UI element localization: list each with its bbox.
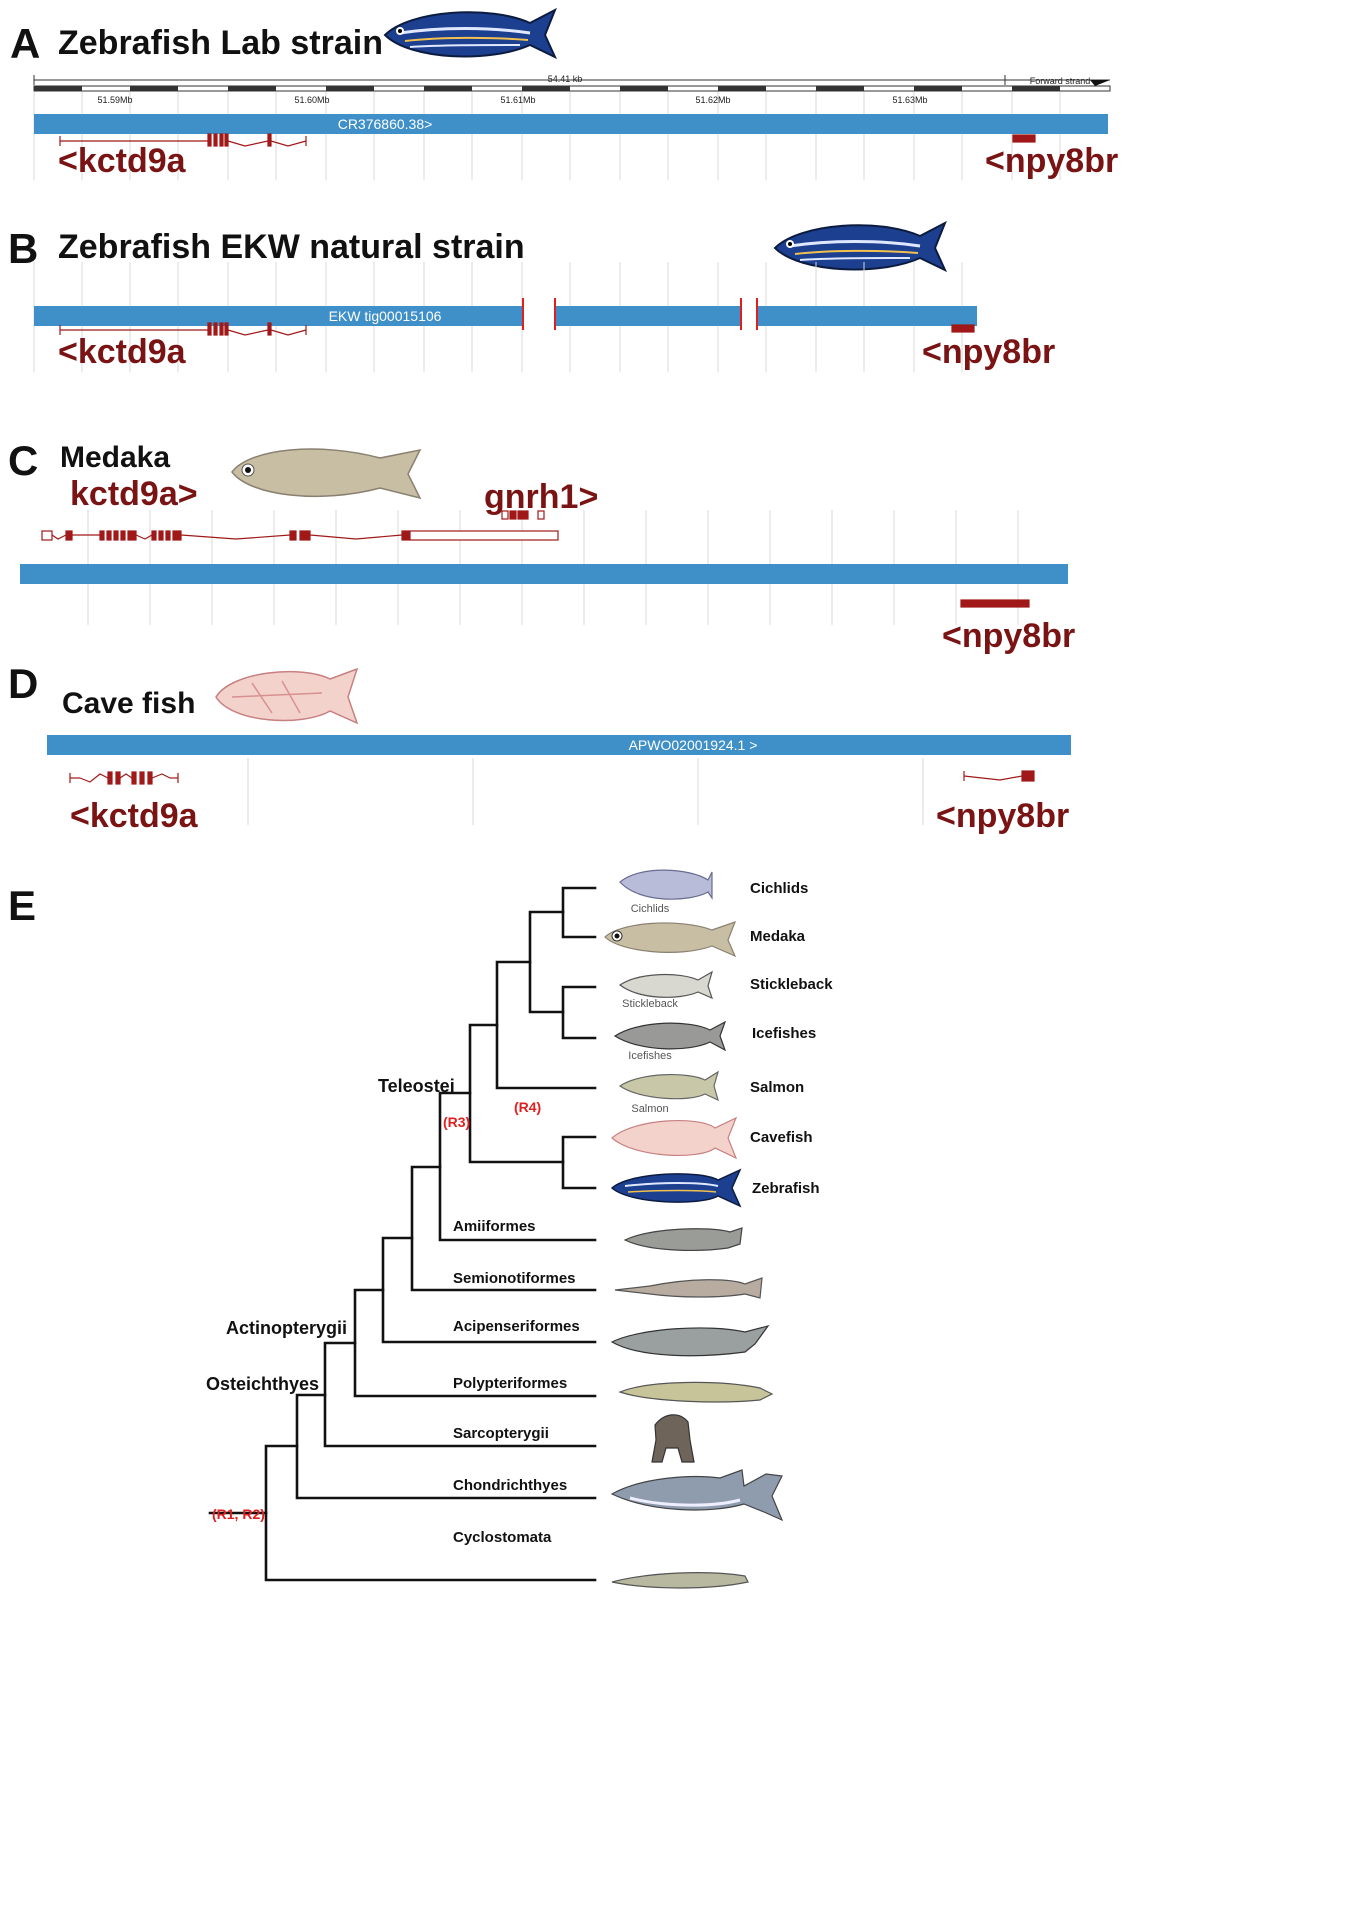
ruler-span-label: 54.41 kb [547, 74, 583, 84]
ruler-tick-label: 51.63Mb [892, 95, 928, 105]
ruler-tick-label: 51.60Mb [294, 95, 330, 105]
panel-a-contig-bar [34, 114, 1108, 134]
event-label-r4: (R4) [514, 1099, 542, 1115]
panel-d-contig-bar [47, 735, 1071, 755]
shark-illustration [610, 1469, 784, 1522]
taxon-label: Semionotiformes [453, 1270, 576, 1287]
panel-a-contig-label: CR376860.38> [337, 116, 433, 132]
taxon-label: Chondrichthyes [453, 1477, 568, 1494]
taxon-label: Salmon [750, 1079, 805, 1096]
panel-b-gene-kctd9a: <kctd9a [58, 333, 186, 371]
ruler-tick-label: 51.59Mb [97, 95, 133, 105]
salmon-image-caption: Salmon [631, 1103, 669, 1115]
strand-label: Forward strand [1029, 76, 1091, 86]
stickleback-illustration [618, 970, 713, 1000]
taxon-label: Stickleback [750, 976, 833, 993]
panel-d-gene-kctd9a: <kctd9a [70, 797, 198, 835]
panel-b-letter: B [8, 225, 39, 272]
stickleback-image-caption: Stickleback [622, 998, 678, 1010]
icefish-illustration [613, 1020, 727, 1052]
panel-a-gene-kctd9a: <kctd9a [58, 142, 186, 180]
taxon-label: Acipenseriformes [453, 1318, 580, 1335]
bowfin-illustration [623, 1227, 743, 1251]
panel-c-contig-bar [20, 564, 1068, 584]
taxon-label: Cyclostomata [453, 1529, 552, 1546]
clade-label-teleostei: Teleostei [378, 1076, 455, 1096]
panel-a-letter: A [10, 20, 41, 67]
taxon-label: Cichlids [750, 880, 809, 897]
clade-label-osteichthyes: Osteichthyes [206, 1374, 320, 1394]
panel-b-title: Zebrafish EKW natural strain [58, 228, 525, 266]
taxon-label: Medaka [750, 928, 806, 945]
event-label-r3: (R3) [443, 1114, 471, 1130]
cichlid-image-caption: Cichlids [630, 903, 670, 915]
panel-d-letter: D [8, 660, 39, 707]
chimp-illustration [651, 1414, 695, 1463]
panel-b-gene-npy8br: <npy8br [922, 333, 1056, 371]
panel-d-gene-npy8br: <npy8br [936, 797, 1070, 835]
panel-c-title: Medaka [60, 441, 171, 474]
panel-c-gene-gnrh1: gnrh1> [484, 478, 599, 516]
taxon-label: Sarcopterygii [453, 1425, 549, 1442]
panel-c-gene-kctd9a: kctd9a> [70, 475, 198, 513]
bichir-illustration [618, 1381, 774, 1403]
panel-c-gene-npy8br: <npy8br [942, 617, 1076, 655]
ruler-tick-label: 51.62Mb [695, 95, 731, 105]
panel-e-letter: E [8, 882, 37, 929]
icefish-image-caption: Icefishes [628, 1050, 672, 1062]
panel-b-contig-bar-1 [34, 306, 524, 326]
panel-b-contig-bar-2 [556, 306, 741, 326]
zebrafish-small-illustration [610, 1168, 742, 1208]
panel-b-contig-label: EKW tig00015106 [328, 308, 442, 324]
panel-b-contig-bar-3 [757, 306, 977, 326]
medaka-small-illustration [604, 921, 737, 958]
panel-d-contig-label: APWO02001924.1 > [628, 737, 758, 753]
lamprey-illustration [611, 1572, 749, 1589]
cichlid-illustration [619, 869, 713, 900]
taxon-label: Icefishes [752, 1025, 817, 1042]
panel-a-title: Zebrafish Lab strain [58, 24, 383, 62]
taxon-label: Amiiformes [453, 1218, 536, 1235]
ruler-tick-label: 51.61Mb [500, 95, 536, 105]
taxon-label: Polypteriformes [453, 1375, 568, 1392]
taxon-label: Zebrafish [752, 1180, 820, 1197]
gar-illustration [614, 1277, 763, 1299]
event-label-r1-r2: (R1, R2) [212, 1506, 265, 1522]
panel-d-title: Cave fish [62, 687, 196, 720]
panel-a-gene-npy8br: <npy8br [985, 142, 1119, 180]
salmon-illustration [618, 1070, 720, 1102]
clade-label-actinopterygii: Actinopterygii [226, 1318, 348, 1338]
panel-c-letter: C [8, 437, 39, 484]
sturgeon-illustration [610, 1324, 770, 1357]
cavefish-small-illustration [611, 1116, 738, 1160]
taxon-label: Cavefish [750, 1129, 813, 1146]
